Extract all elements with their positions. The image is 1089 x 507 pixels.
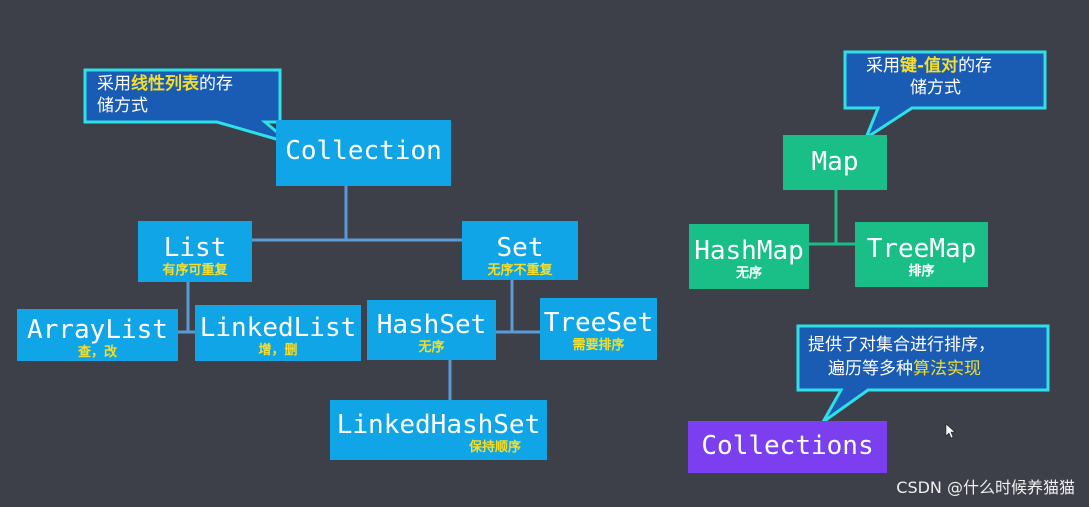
node-collections-label: Collections	[701, 431, 874, 461]
node-treemap-sub: 排序	[908, 264, 935, 279]
callout-map-highlight: 键-值对	[900, 56, 959, 76]
node-hashmap: HashMap 无序	[689, 224, 809, 289]
callout-map-shape	[843, 50, 1047, 142]
node-linkedlist-label: LinkedList	[199, 313, 357, 343]
node-hashset-label: HashSet	[376, 310, 487, 340]
callout-collections-line1: 提供了对集合进行排序，	[808, 335, 995, 355]
node-hashmap-label: HashMap	[694, 236, 804, 266]
callout-map-suffix: 的存	[958, 56, 993, 76]
node-linkedhashset-sub: 保持顺序	[468, 440, 521, 455]
callout-map-text: 采用键-值对的存 储方式	[866, 55, 992, 99]
node-map: Map	[783, 135, 887, 190]
callout-collection-line2: 储方式	[97, 96, 148, 116]
callout-collection-text: 采用线性列表的存 储方式	[97, 73, 233, 117]
node-treeset-label: TreeSet	[543, 308, 654, 338]
node-map-label: Map	[811, 147, 859, 177]
node-treemap: TreeMap 排序	[855, 222, 988, 287]
node-set-sub: 无序不重复	[487, 263, 553, 278]
callout-collections-text: 提供了对集合进行排序， 遍历等多种算法实现	[808, 333, 995, 381]
node-list-label: List	[163, 233, 227, 263]
node-arraylist-label: ArrayList	[27, 315, 168, 345]
node-list: List 有序可重复	[138, 221, 252, 282]
node-collection-label: Collection	[285, 136, 442, 166]
callout-collection-suffix: 的存	[199, 74, 233, 94]
callout-collection-prefix: 采用	[97, 74, 131, 94]
node-set: Set 无序不重复	[462, 221, 578, 280]
watermark-text: CSDN @什么时候养猫猫	[896, 478, 1075, 497]
callout-collections-line2-prefix: 遍历等多种	[828, 359, 913, 379]
node-set-label: Set	[496, 233, 544, 263]
callout-map-prefix: 采用	[866, 56, 900, 76]
node-collections: Collections	[688, 421, 887, 473]
callout-collection-highlight: 线性列表	[131, 74, 199, 94]
callout-collections-highlight: 算法实现	[913, 359, 981, 379]
node-list-sub: 有序可重复	[162, 263, 228, 278]
node-arraylist-sub: 查，改	[77, 345, 117, 360]
node-linkedhashset-label: LinkedHashSet	[336, 410, 541, 440]
node-treemap-label: TreeMap	[866, 234, 977, 264]
node-linkedlist: LinkedList 增，删	[195, 305, 361, 361]
node-collection: Collection	[276, 120, 451, 186]
node-linkedhashset: LinkedHashSet 保持顺序	[330, 400, 547, 460]
callout-collections-shape	[796, 324, 1050, 424]
callout-map-line2: 储方式	[910, 78, 961, 98]
node-treeset: TreeSet 需要排序	[540, 298, 657, 360]
node-arraylist: ArrayList 查，改	[17, 309, 178, 361]
mouse-cursor-icon	[945, 423, 956, 439]
node-hashset-sub: 无序	[418, 340, 445, 355]
node-hashset: HashSet 无序	[367, 300, 496, 360]
node-treeset-sub: 需要排序	[572, 338, 625, 353]
node-hashmap-sub: 无序	[735, 266, 762, 281]
node-linkedlist-sub: 增，删	[258, 343, 298, 358]
